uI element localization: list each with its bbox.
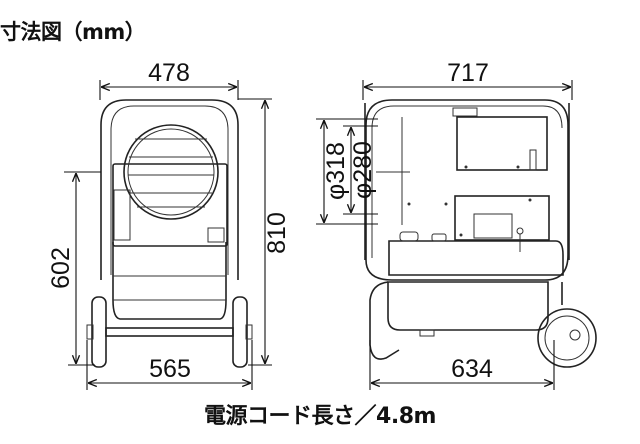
axle bbox=[105, 327, 234, 337]
side-view bbox=[364, 99, 597, 368]
side-tank-bottom bbox=[387, 281, 549, 331]
fan-guard bbox=[123, 124, 219, 220]
outer-diameter-label: φ318 bbox=[322, 142, 350, 200]
wheel-hub bbox=[569, 329, 581, 341]
control-box bbox=[454, 195, 550, 241]
rear-handle bbox=[369, 281, 400, 360]
front-frame-handle bbox=[100, 99, 239, 280]
side-width-top-label: 717 bbox=[447, 59, 489, 87]
diagram-title: 寸法図（mm） bbox=[0, 20, 146, 44]
upper-panel bbox=[456, 116, 548, 171]
right-wheel bbox=[232, 296, 248, 368]
front-height-side-label: 602 bbox=[47, 247, 75, 289]
front-tank bbox=[112, 242, 227, 320]
control-panel bbox=[473, 213, 513, 239]
side-dimensions: 717 φ318 φ280 634 bbox=[316, 59, 573, 390]
cord-length-caption: 電源コード長さ／4.8m bbox=[204, 404, 436, 429]
front-dimensions: 478 810 602 565 bbox=[47, 59, 291, 390]
front-view bbox=[86, 99, 253, 368]
left-wheel bbox=[91, 296, 107, 368]
inner-diameter-label: φ280 bbox=[349, 141, 377, 199]
front-body bbox=[112, 163, 228, 247]
top-handle bbox=[452, 107, 478, 117]
front-width-top-label: 478 bbox=[148, 59, 190, 87]
side-tank-top bbox=[388, 240, 564, 276]
front-width-bottom-label: 565 bbox=[149, 355, 191, 383]
front-height-total-label: 810 bbox=[263, 212, 291, 254]
side-wheel bbox=[537, 308, 597, 368]
side-frame bbox=[365, 99, 569, 281]
side-width-bottom-label: 634 bbox=[451, 355, 493, 383]
